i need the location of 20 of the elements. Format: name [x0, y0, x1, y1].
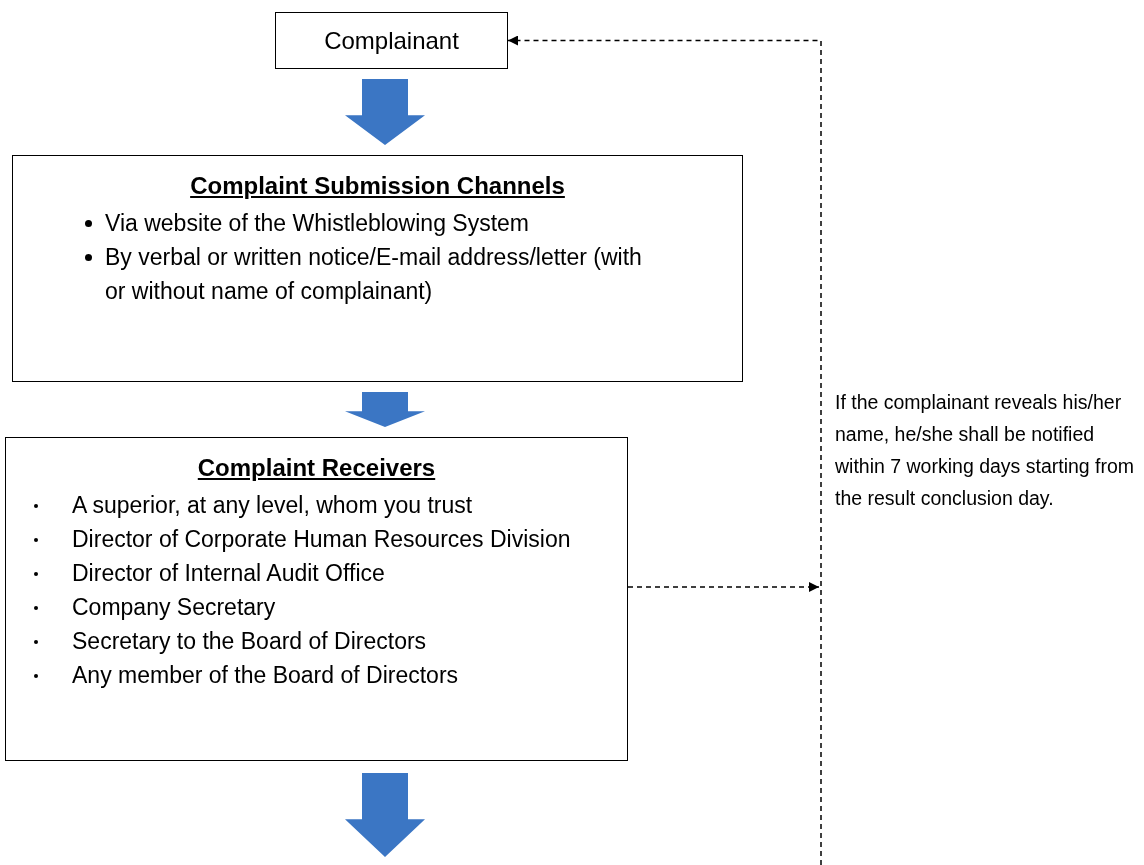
block-arrow [345, 773, 425, 857]
process-box [5, 437, 628, 761]
list-item: A superior, at any level, whom you trust [72, 488, 572, 522]
list-item: Director of Internal Audit Office [72, 556, 572, 590]
list-item: Director of Corporate Human Resources Division [72, 522, 572, 556]
list-item: Any member of the Board of Directors [72, 658, 572, 692]
list-item: Company Secretary [72, 590, 572, 624]
process-box [12, 155, 743, 382]
list-item: Via website of the Whistleblowing System [105, 206, 645, 240]
list-item: Secretary to the Board of Directors [72, 624, 572, 658]
list-item: By verbal or written notice/E-mail address/letter (with or without name of complainant) [105, 240, 645, 308]
box-label: Complainant [324, 26, 459, 55]
arrow [627, 582, 820, 592]
block-arrow [345, 392, 425, 427]
process-box [275, 12, 508, 69]
block-arrow [345, 79, 425, 145]
note-text: If the complainant reveals his/her name, he/she shall be notified within 7 working days starting from the result conclusion day. [835, 390, 1136, 511]
arrow [507, 35, 822, 865]
box-heading: Complaint Receivers [196, 454, 437, 482]
box-heading: Complaint Submission Channels [189, 172, 566, 200]
